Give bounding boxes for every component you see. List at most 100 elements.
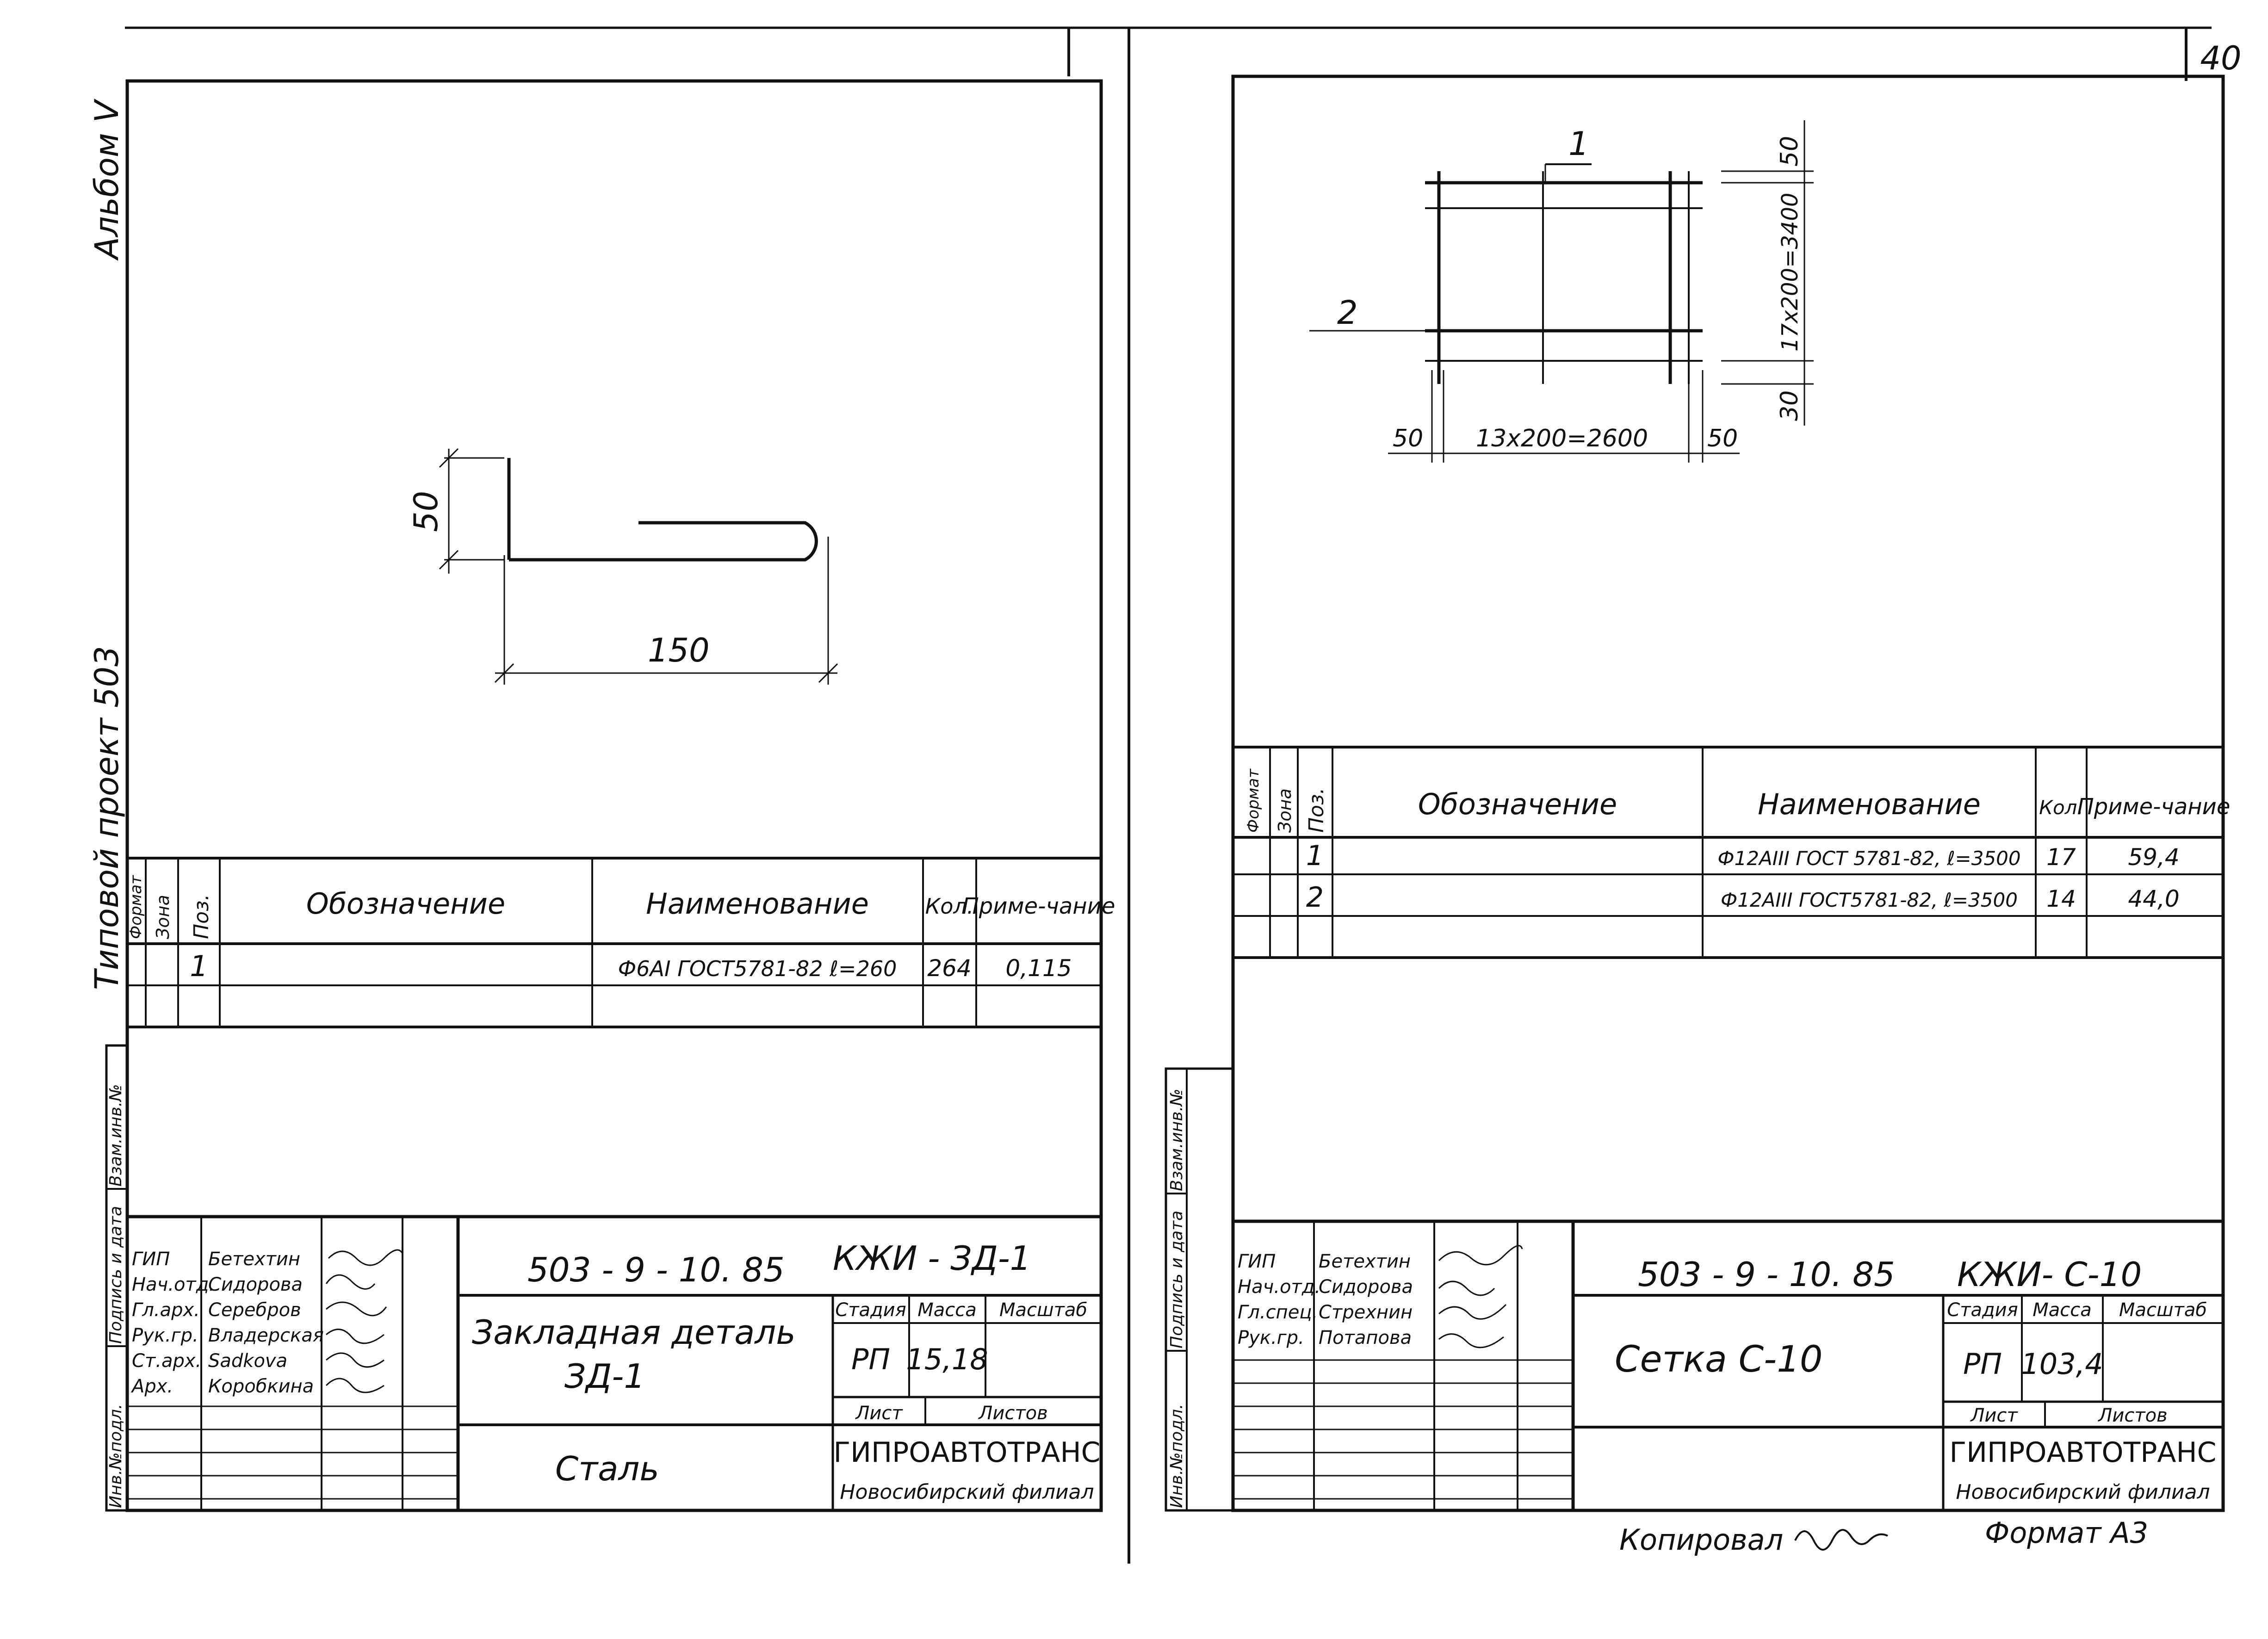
svg-text:Сидорова: Сидорова — [208, 1274, 303, 1295]
right-title-block: ГИП Бетехтин Нач.отд. Сидорова Гл.спец. … — [1233, 1219, 2223, 1510]
dim-right-label: 50 — [1707, 425, 1738, 452]
svg-text:Масштаб: Масштаб — [999, 1299, 1087, 1321]
r-row1-pos: 1 — [1306, 840, 1324, 872]
r-hdr-qty: Кол. — [2039, 796, 2083, 819]
svg-text:Лист: Лист — [855, 1403, 903, 1424]
svg-text:ГИП: ГИП — [132, 1249, 170, 1270]
svg-text:Владерская: Владерская — [208, 1325, 324, 1346]
dim-vertical-label: 17х200=3400 — [1777, 193, 1803, 352]
right-side-column — [1165, 1067, 1234, 1512]
r-hdr-note: Приме-чание — [2077, 794, 2231, 820]
svg-text:Масса: Масса — [917, 1299, 977, 1321]
page-number: 40 — [2200, 39, 2241, 77]
left-doc-mark: КЖИ - ЗД-1 — [833, 1239, 1031, 1278]
left-signatures — [325, 1249, 403, 1393]
copied-label: Копировал — [1619, 1523, 1783, 1557]
row1-note: 0,115 — [1005, 955, 1072, 982]
hdr-name: Наименование — [646, 887, 869, 921]
right-frame — [1231, 74, 2225, 1512]
left-title-block: ГИП Бетехтин Нач.отд. Сидорова Гл.арх. С… — [127, 1215, 1101, 1510]
svg-text:Sadkova: Sadkova — [208, 1350, 287, 1372]
row1-qty: 264 — [927, 955, 971, 982]
right-spec-table: Формат Зона Поз. Обозначение Наименовани… — [1233, 746, 2231, 959]
r-row1-note: 59,4 — [2128, 844, 2179, 871]
r-hdr-zone: Зона — [1275, 788, 1295, 833]
r-hdr-name: Наименование — [1758, 787, 1981, 821]
r-row2-qty: 14 — [2046, 885, 2076, 912]
right-org: ГИПРОАВТОТРАНС — [1950, 1436, 2217, 1469]
right-doc-mark: КЖИ- С-10 — [1957, 1255, 2142, 1294]
right-side-label-vzam: Взам.инв.№ — [1167, 1089, 1186, 1191]
svg-text:15,18: 15,18 — [906, 1342, 988, 1376]
r-row2-pos: 2 — [1306, 881, 1324, 914]
copied-signature — [1794, 1529, 1888, 1551]
left-sheet: Взам.инв.№ Подпись и дата Инв.№подл. Аль… — [88, 79, 1115, 1512]
r-hdr-designation: Обозначение — [1418, 787, 1617, 821]
svg-text:Арх.: Арх. — [130, 1376, 173, 1397]
svg-text:Рук.гр.: Рук.гр. — [132, 1325, 198, 1346]
dim-horizontal-label: 13х200=2600 — [1476, 425, 1648, 452]
pos1-label: 1 — [1568, 125, 1589, 163]
svg-text:Рук.гр.: Рук.гр. — [1238, 1327, 1304, 1348]
hdr-zone: Зона — [153, 895, 173, 939]
r-row1-qty: 17 — [2046, 844, 2076, 871]
left-doc-code: 503 - 9 - 10. 85 — [527, 1250, 785, 1289]
left-side-column — [105, 1044, 129, 1512]
r-row1-name: Ф12АIII ГОСТ 5781-82, ℓ=3500 — [1717, 847, 2020, 870]
svg-text:Нач.отд.: Нач.отд. — [1238, 1276, 1320, 1298]
left-side-label-inv: Инв.№подл. — [106, 1404, 125, 1508]
svg-text:Гл.спец.: Гл.спец. — [1238, 1302, 1318, 1323]
svg-text:Бетехтин: Бетехтин — [1319, 1251, 1411, 1272]
hdr-format: Формат — [127, 875, 145, 939]
svg-text:РП: РП — [851, 1342, 890, 1376]
left-org-branch: Новосибирский филиал — [840, 1480, 1094, 1504]
svg-text:Лист: Лист — [1970, 1405, 2018, 1426]
svg-text:Масштаб: Масштаб — [2119, 1299, 2207, 1321]
right-side-label-podpis: Подпись и дата — [1167, 1211, 1186, 1348]
svg-text:Бетехтин: Бетехтин — [208, 1249, 300, 1270]
right-org-branch: Новосибирский филиал — [1956, 1480, 2210, 1504]
left-title-2: ЗД-1 — [564, 1357, 645, 1396]
right-sheet: Взам.инв.№ Подпись и дата Инв.№подл. 1 2 — [1165, 74, 2231, 1512]
svg-text:Стадия: Стадия — [835, 1299, 906, 1321]
left-side-label-vzam: Взам.инв.№ — [106, 1084, 125, 1187]
svg-text:Ст.арх.: Ст.арх. — [132, 1350, 201, 1372]
mesh-drawing: 1 2 50 17х200=3400 30 50 13х200=2600 50 — [1309, 120, 1814, 463]
svg-text:Листов: Листов — [978, 1403, 1047, 1424]
album-label: Альбом V — [88, 99, 126, 261]
svg-text:Масса: Масса — [2033, 1299, 2092, 1321]
hdr-note: Приме-чание — [962, 893, 1115, 919]
svg-text:Сидорова: Сидорова — [1319, 1276, 1413, 1298]
svg-text:Гл.арх.: Гл.арх. — [132, 1299, 200, 1321]
right-signatures — [1438, 1245, 1523, 1348]
svg-text:Коробкина: Коробкина — [208, 1376, 314, 1397]
svg-text:Стадия: Стадия — [1947, 1299, 2018, 1321]
anchor-detail-drawing: 50 150 — [407, 448, 838, 685]
hdr-pos: Поз. — [190, 894, 213, 939]
svg-text:Потапова: Потапова — [1319, 1327, 1412, 1348]
left-spec-table: Формат Зона Поз. Обозначение Наименовани… — [127, 857, 1115, 1028]
format-label: Формат А3 — [1985, 1516, 2148, 1550]
left-side-label-podpis: Подпись и дата — [106, 1206, 125, 1344]
pos2-label: 2 — [1337, 294, 1358, 332]
dim-height-label: 50 — [407, 491, 445, 532]
dim-bottom-label: 30 — [1776, 390, 1803, 421]
left-frame — [125, 79, 1103, 1512]
dim-left-label: 50 — [1393, 425, 1423, 452]
svg-text:103,4: 103,4 — [2021, 1347, 2103, 1381]
row1-pos: 1 — [190, 949, 208, 983]
r-hdr-format: Формат — [1244, 768, 1263, 833]
dim-top-label: 50 — [1776, 136, 1803, 167]
row1-name: Ф6АI ГОСТ5781-82 ℓ=260 — [618, 956, 897, 981]
r-hdr-pos: Поз. — [1305, 788, 1328, 833]
right-title: Сетка С-10 — [1615, 1339, 1822, 1380]
left-title-1: Закладная деталь — [472, 1313, 796, 1352]
svg-text:Стрехнин: Стрехнин — [1319, 1302, 1413, 1323]
dim-length-label: 150 — [648, 631, 710, 669]
svg-text:ГИП: ГИП — [1238, 1251, 1276, 1272]
hdr-qty: Кол. — [925, 894, 974, 919]
left-material: Сталь — [555, 1449, 659, 1488]
svg-text:Нач.отд.: Нач.отд. — [132, 1274, 215, 1295]
r-row2-name: Ф12АIII ГОСТ5781-82, ℓ=3500 — [1721, 889, 2018, 911]
